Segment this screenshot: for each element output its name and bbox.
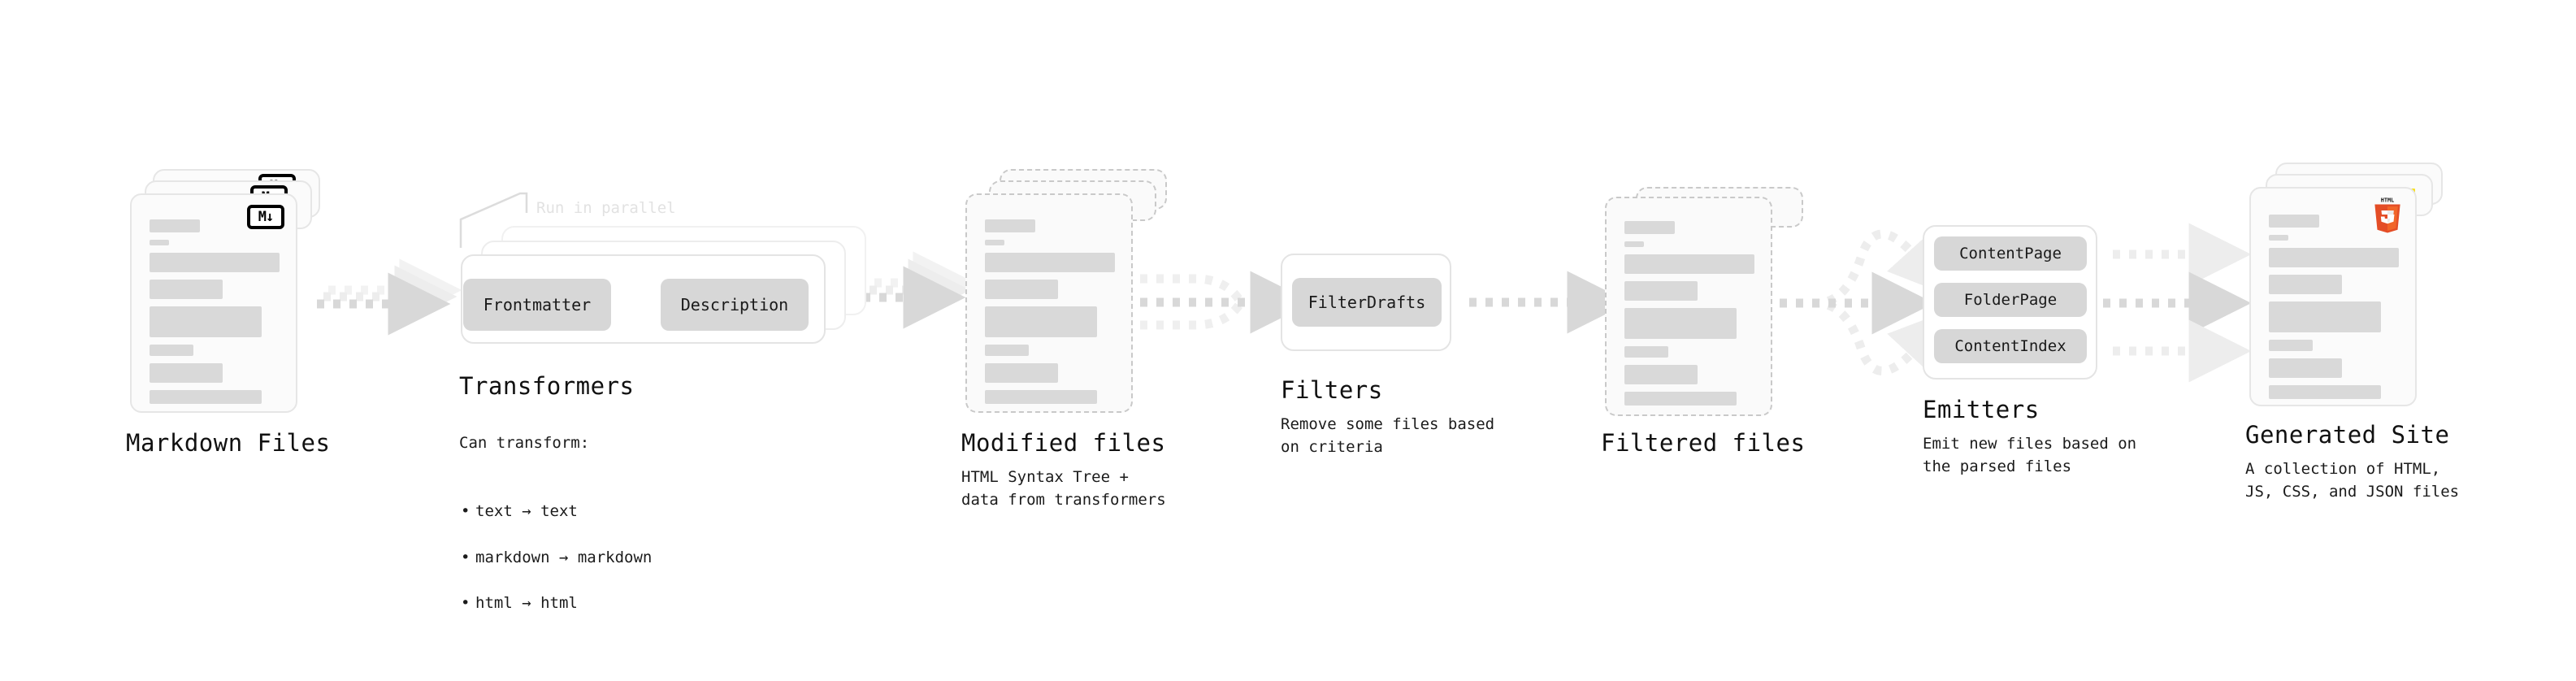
modified-file-front xyxy=(965,193,1133,413)
stage-title-transformers: Transformers xyxy=(459,372,635,400)
transformer-chip-description[interactable]: Description xyxy=(661,279,809,331)
generated-site-subtitle: A collection of HTML, JS, CSS, and JSON … xyxy=(2245,460,2460,501)
transformers-capability-list: text → text markdown → markdown html → h… xyxy=(459,477,652,637)
arrow-filtered-to-emitters xyxy=(1780,229,1953,376)
stage-title-markdown-files: Markdown Files xyxy=(126,429,331,457)
doc-content-placeholder xyxy=(1624,221,1754,413)
filter-chip-filterdrafts[interactable]: FilterDrafts xyxy=(1292,278,1442,327)
emitter-chip-folderpage[interactable]: FolderPage xyxy=(1934,283,2087,317)
stage-title-filters: Filters xyxy=(1281,376,1383,404)
doc-content-placeholder xyxy=(985,219,1115,411)
transformers-capability-item: html → html xyxy=(461,592,652,614)
transformers-capability-item: text → text xyxy=(461,500,652,523)
stage-title-generated-site: Generated Site xyxy=(2245,421,2450,449)
emitter-chip-contentpage[interactable]: ContentPage xyxy=(1934,236,2087,271)
transformers-subtitle: Can transform: text → text markdown → ma… xyxy=(459,409,652,660)
stage-title-filtered-files: Filtered files xyxy=(1601,429,1806,457)
transformers-subtitle-intro: Can transform: xyxy=(459,434,590,453)
doc-content-placeholder xyxy=(2269,215,2399,406)
arrow-markdown-to-transformers xyxy=(317,258,462,336)
markdown-file-front: M↓ xyxy=(130,193,297,413)
filters-subtitle: Remove some files based on criteria xyxy=(1281,415,1495,457)
doc-content-placeholder xyxy=(150,219,280,411)
stage-title-modified-files: Modified files xyxy=(961,429,1166,457)
run-in-parallel-label: Run in parallel xyxy=(536,199,676,217)
generated-file-html: HTML xyxy=(2249,187,2417,406)
html5-icon: HTML xyxy=(2374,197,2400,233)
arrow-emitters-to-site xyxy=(2103,223,2252,383)
transformers-capability-item: markdown → markdown xyxy=(461,546,652,569)
emitters-subtitle: Emit new files based on the parsed files xyxy=(1923,435,2137,476)
filtered-file-front xyxy=(1605,197,1772,416)
transformer-chip-frontmatter[interactable]: Frontmatter xyxy=(463,279,611,331)
arrow-modified-to-filters xyxy=(1140,271,1313,334)
emitter-chip-contentindex[interactable]: ContentIndex xyxy=(1934,329,2087,363)
stage-title-emitters: Emitters xyxy=(1923,396,2040,423)
svg-text:HTML: HTML xyxy=(2381,197,2395,203)
markdown-icon: M↓ xyxy=(247,205,284,229)
modified-files-subtitle: HTML Syntax Tree + data from transformer… xyxy=(961,468,1166,510)
